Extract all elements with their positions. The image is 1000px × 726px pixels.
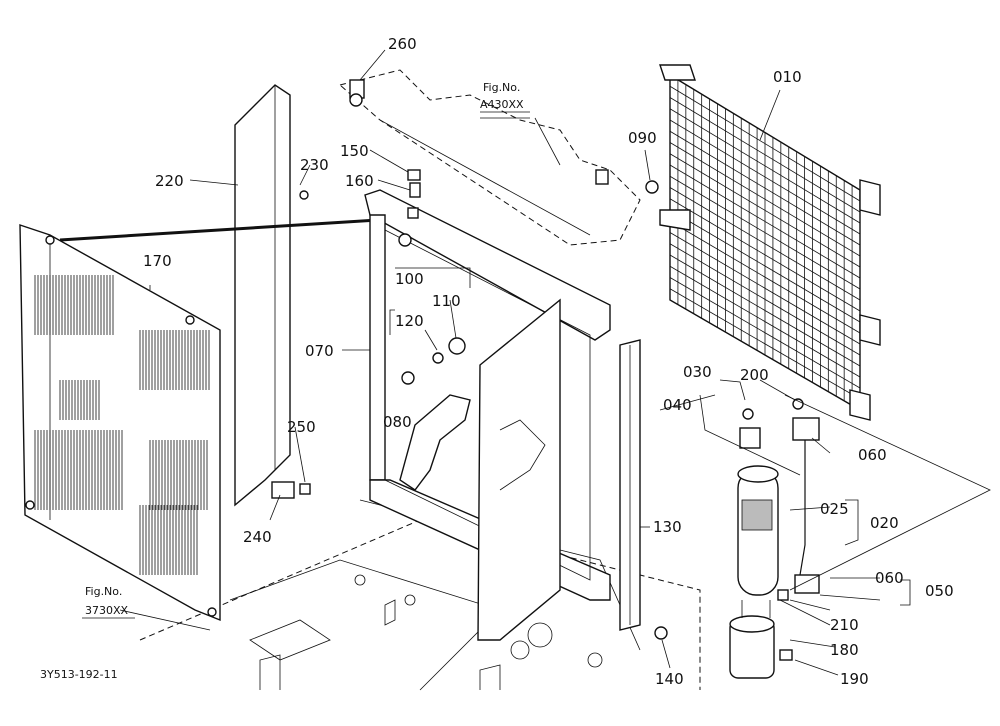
drawing-id: 3Y513-192-11: [40, 668, 118, 681]
callout-070: 070: [305, 342, 334, 360]
condenser-010: [659, 64, 881, 421]
callout-020: 020: [870, 514, 899, 532]
top-bracket: [338, 69, 641, 246]
callout-120: 120: [395, 312, 424, 330]
baffle: [399, 298, 561, 641]
callout-230: 230: [300, 156, 329, 174]
callout-140: 140: [655, 670, 684, 688]
seal-130: [619, 339, 641, 631]
callout-100: 100: [395, 270, 424, 288]
callout-060-lower: 060: [875, 569, 904, 587]
callout-240: 240: [243, 528, 272, 546]
callout-080: 080: [383, 413, 412, 431]
callout-160: 160: [345, 172, 374, 190]
shroud-panel: [234, 84, 309, 507]
receiver-drier: [729, 398, 820, 679]
callout-210: 210: [830, 616, 859, 634]
callout-250: 250: [287, 418, 316, 436]
screen-170: [19, 214, 420, 622]
callout-220: 220: [155, 172, 184, 190]
leader-lines: [119, 49, 991, 676]
callout-010: 010: [773, 68, 802, 86]
callout-190: 190: [840, 670, 869, 688]
callout-060-upper: 060: [858, 446, 887, 464]
callout-090: 090: [628, 129, 657, 147]
callout-130: 130: [653, 518, 682, 536]
fasteners: [271, 93, 668, 640]
callout-025: 025: [820, 500, 849, 518]
callout-110: 110: [432, 292, 461, 310]
fig-ref-bottom-code: 3730XX: [85, 604, 129, 617]
callout-labels: 010 020 025 030 040 050 060 060 070 080 …: [40, 35, 954, 688]
callout-150: 150: [340, 142, 369, 160]
fig-ref-top-title: Fig.No.: [483, 81, 520, 94]
fig-ref-top-code: A430XX: [480, 98, 524, 111]
callout-260: 260: [388, 35, 417, 53]
callout-180: 180: [830, 641, 859, 659]
callout-030: 030: [683, 363, 712, 381]
base-frame: [139, 499, 701, 691]
fig-ref-bottom-title: Fig.No.: [85, 585, 122, 598]
callout-200: 200: [740, 366, 769, 384]
callout-040: 040: [663, 396, 692, 414]
callout-170: 170: [143, 252, 172, 270]
callout-050: 050: [925, 582, 954, 600]
